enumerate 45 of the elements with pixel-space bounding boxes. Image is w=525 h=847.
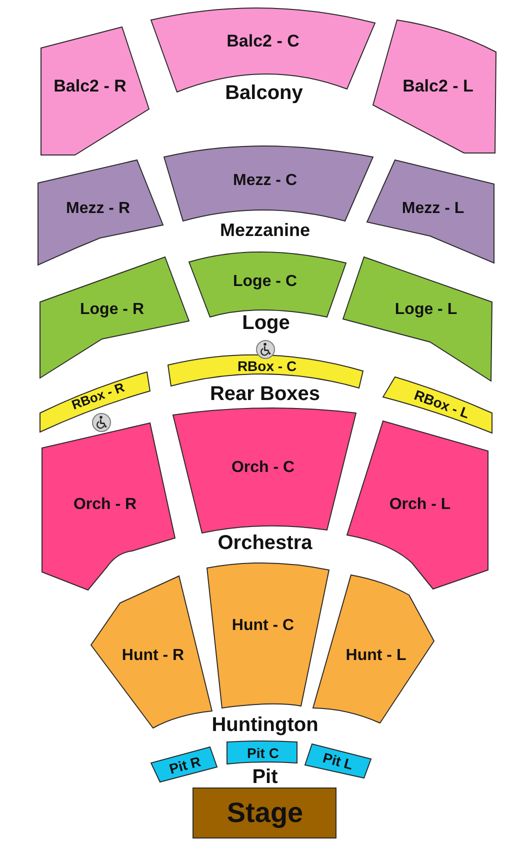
section-name: Pit L — [322, 750, 354, 772]
section-name: Loge - C — [233, 274, 297, 290]
section-name: Hunt - L — [346, 648, 406, 664]
section-name: Loge - R — [80, 302, 144, 318]
stage-block — [192, 787, 337, 839]
area-label: Pit — [252, 767, 278, 787]
seating-section — [346, 420, 489, 590]
section-name: Mezz - R — [66, 201, 130, 217]
seating-section — [41, 422, 176, 591]
section-name: Loge - L — [394, 302, 458, 318]
section-name: Orch - C — [231, 460, 295, 476]
area-label: Mezzanine — [220, 221, 310, 239]
seating-section — [90, 575, 213, 729]
section-name: Pit C — [247, 746, 279, 760]
seating-section — [206, 562, 330, 709]
seating-section — [150, 746, 218, 783]
section-name: Orch - L — [389, 497, 451, 513]
area-label: Orchestra — [218, 533, 312, 553]
section-name: Hunt - R — [122, 648, 184, 664]
section-name: Balc2 - L — [402, 78, 474, 94]
stage-label: Stage — [226, 799, 304, 827]
section-name: Mezz - L — [402, 201, 464, 217]
seating-section — [226, 740, 298, 765]
section-name: RBox - R — [70, 380, 126, 412]
section-name: Hunt - C — [232, 618, 294, 634]
area-label: Rear Boxes — [210, 384, 320, 404]
section-name: Mezz - C — [233, 173, 297, 189]
seating-section — [172, 407, 357, 534]
seating-section — [163, 145, 374, 222]
section-name: RBox - L — [412, 388, 472, 420]
seating-section — [39, 256, 190, 379]
seating-section — [372, 19, 497, 154]
section-name: Balc2 - R — [54, 78, 126, 94]
section-name: Pit R — [168, 754, 202, 776]
section-name: RBox - C — [237, 359, 297, 373]
section-name: Balc2 - C — [226, 32, 300, 50]
area-label: Loge — [242, 313, 290, 333]
seating-section — [304, 743, 372, 779]
area-label: Huntington — [212, 715, 318, 735]
section-name: Orch - R — [73, 497, 137, 513]
seating-section — [366, 159, 495, 264]
seating-section — [342, 256, 493, 382]
seating-section — [37, 159, 164, 266]
area-label: Balcony — [225, 83, 303, 103]
seating-section — [40, 26, 150, 156]
